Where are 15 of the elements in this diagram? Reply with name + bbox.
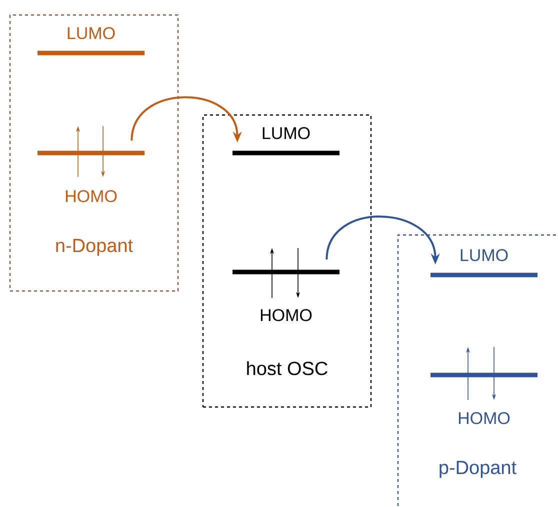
energy-level-bar: [232, 150, 340, 156]
box-label: n-Dopant: [56, 238, 133, 256]
energy-level-bar: [430, 372, 538, 378]
level-label: LUMO: [460, 249, 508, 262]
level-label: HOMO: [458, 412, 510, 424]
energy-level-bar: [430, 272, 538, 278]
energy-level-bar: [38, 150, 144, 156]
energy-level-bar: [38, 50, 144, 56]
energy-level-bar: [232, 270, 340, 274]
level-label: LUMO: [68, 27, 115, 40]
level-label: HOMO: [66, 190, 117, 202]
box-label: p-Dopant: [440, 460, 516, 478]
level-label: LUMO: [262, 127, 310, 140]
level-label: HOMO: [260, 309, 312, 322]
box-label: host OSC: [247, 361, 328, 376]
